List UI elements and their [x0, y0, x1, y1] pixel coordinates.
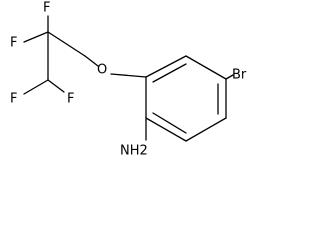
- amine-label: NH2: [120, 144, 148, 159]
- fluorine-bottom-right-label: F: [67, 92, 74, 107]
- fluorine-left-label: F: [10, 36, 17, 51]
- bond-cf2-ch2: [47, 31, 86, 57]
- ring-double-bond-c: [152, 112, 187, 134]
- ring-bond-1: [145, 55, 187, 78]
- bond-oxygen-ring: [110, 73, 147, 78]
- fluorine-bottom-left-label: F: [10, 92, 17, 107]
- ring-bond-5: [145, 117, 187, 142]
- oxygen-label: O: [97, 63, 107, 78]
- ring-double-bond-a: [152, 63, 187, 83]
- molecule-structure: F F F F O Br NH2: [10, 1, 247, 159]
- ring-bond-2: [185, 55, 227, 80]
- bond-chf2-f-left: [23, 79, 49, 95]
- bond-ring-bromine: [225, 74, 234, 80]
- ring-bond-4: [185, 117, 227, 142]
- fluorine-top-label: F: [43, 1, 50, 16]
- bond-ch2-oxygen: [84, 55, 99, 67]
- bond-cf2-f-left: [23, 31, 49, 43]
- bond-chf2-f-right: [47, 79, 65, 93]
- bromine-label: Br: [232, 68, 247, 83]
